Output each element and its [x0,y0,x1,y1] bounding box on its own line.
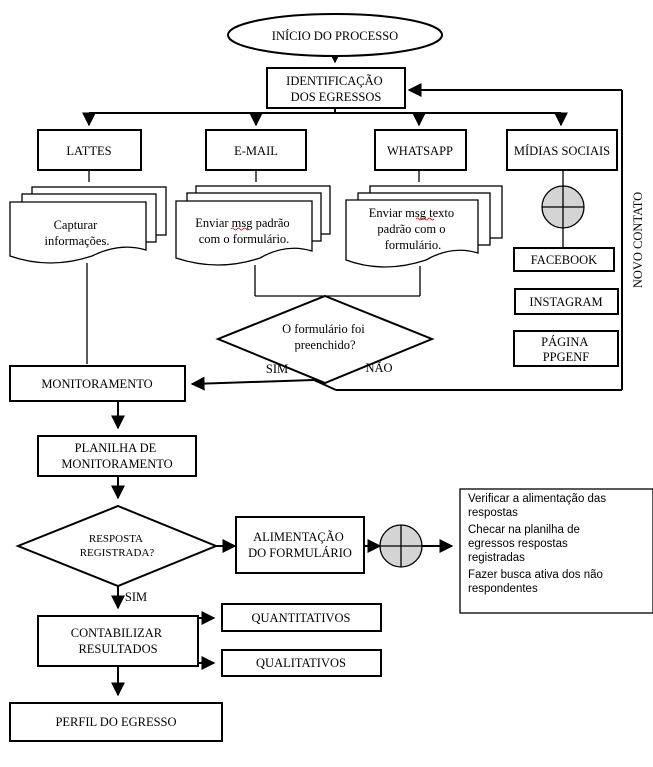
feeding-junction [379,524,423,568]
form-decision [215,294,435,385]
social-box [506,129,618,171]
lattes-label: LATTES [66,144,111,158]
answer-yes-label: SIM [125,590,147,604]
qual-box [221,649,382,677]
line-form-no-start [313,379,337,391]
monitoring-label: MONITORAMENTO [41,377,152,391]
sheet-box [37,435,197,477]
quant-label: QUANTITATIVOS [252,611,351,625]
whatsapp-multidoc [345,185,503,268]
form-decision-label: O formulário foi preenchido? [282,322,368,352]
instagram-box [514,288,619,315]
form-no-label: NÃO [365,361,392,375]
email-multidoc [175,185,331,266]
capture-doc-label: Capturar informações. [45,218,110,248]
form-yes-label: SIM [266,362,288,376]
identify-label: IDENTIFICAÇÃO DOS EGRESSOS [286,74,386,104]
facebook-box [513,247,615,272]
answer-decision-label: RESPOSTA REGISTRADA? [80,533,155,559]
ppgenf-label: PÁGINA PPGENF [541,335,591,364]
start-label: INÍCIO DO PROCESSO [272,29,398,43]
profile-box [9,702,223,742]
social-label: MÍDIAS SOCIAIS [514,144,610,158]
lattes-box [37,129,142,171]
notes-box [459,488,653,614]
feeding-label: ALIMENTAÇÃO DO FORMULÁRIO [248,530,352,560]
arrow-form-yes [190,376,315,391]
email-doc-label: Enviar msg padrão com o formulário. [195,216,293,246]
sheet-label: PLANILHA DE MONITORAMENTO [61,441,172,471]
answer-decision [15,504,219,588]
whatsapp-box [374,129,467,171]
social-junction [541,185,585,229]
qual-label: QUALITATIVOS [256,656,346,670]
whatsapp-label: WHATSAPP [387,144,453,158]
monitoring-box [9,365,186,402]
notes-text: Verificar a alimentação das respostas Ch… [468,493,609,595]
start-terminal [227,13,443,57]
email-box [205,129,307,171]
email-label: E-MAIL [234,144,278,158]
count-label: CONTABILIZAR RESULTADOS [71,626,165,656]
count-box [37,615,199,667]
spellcheck-squiggle [230,227,250,231]
whatsapp-doc-label: Enviar msg texto padrão com o formulário… [369,206,458,252]
new-contact-label: NOVO CONTATO [631,192,645,288]
quant-box [221,603,382,632]
facebook-label: FACEBOOK [531,253,597,267]
ppgenf-box [513,330,619,367]
identify-box [266,67,406,109]
profile-label: PERFIL DO EGRESSO [55,715,176,729]
spellcheck-squiggle [415,217,435,221]
capture-multidoc [9,186,167,264]
instagram-label: INSTAGRAM [529,295,602,309]
feeding-box [235,516,365,574]
